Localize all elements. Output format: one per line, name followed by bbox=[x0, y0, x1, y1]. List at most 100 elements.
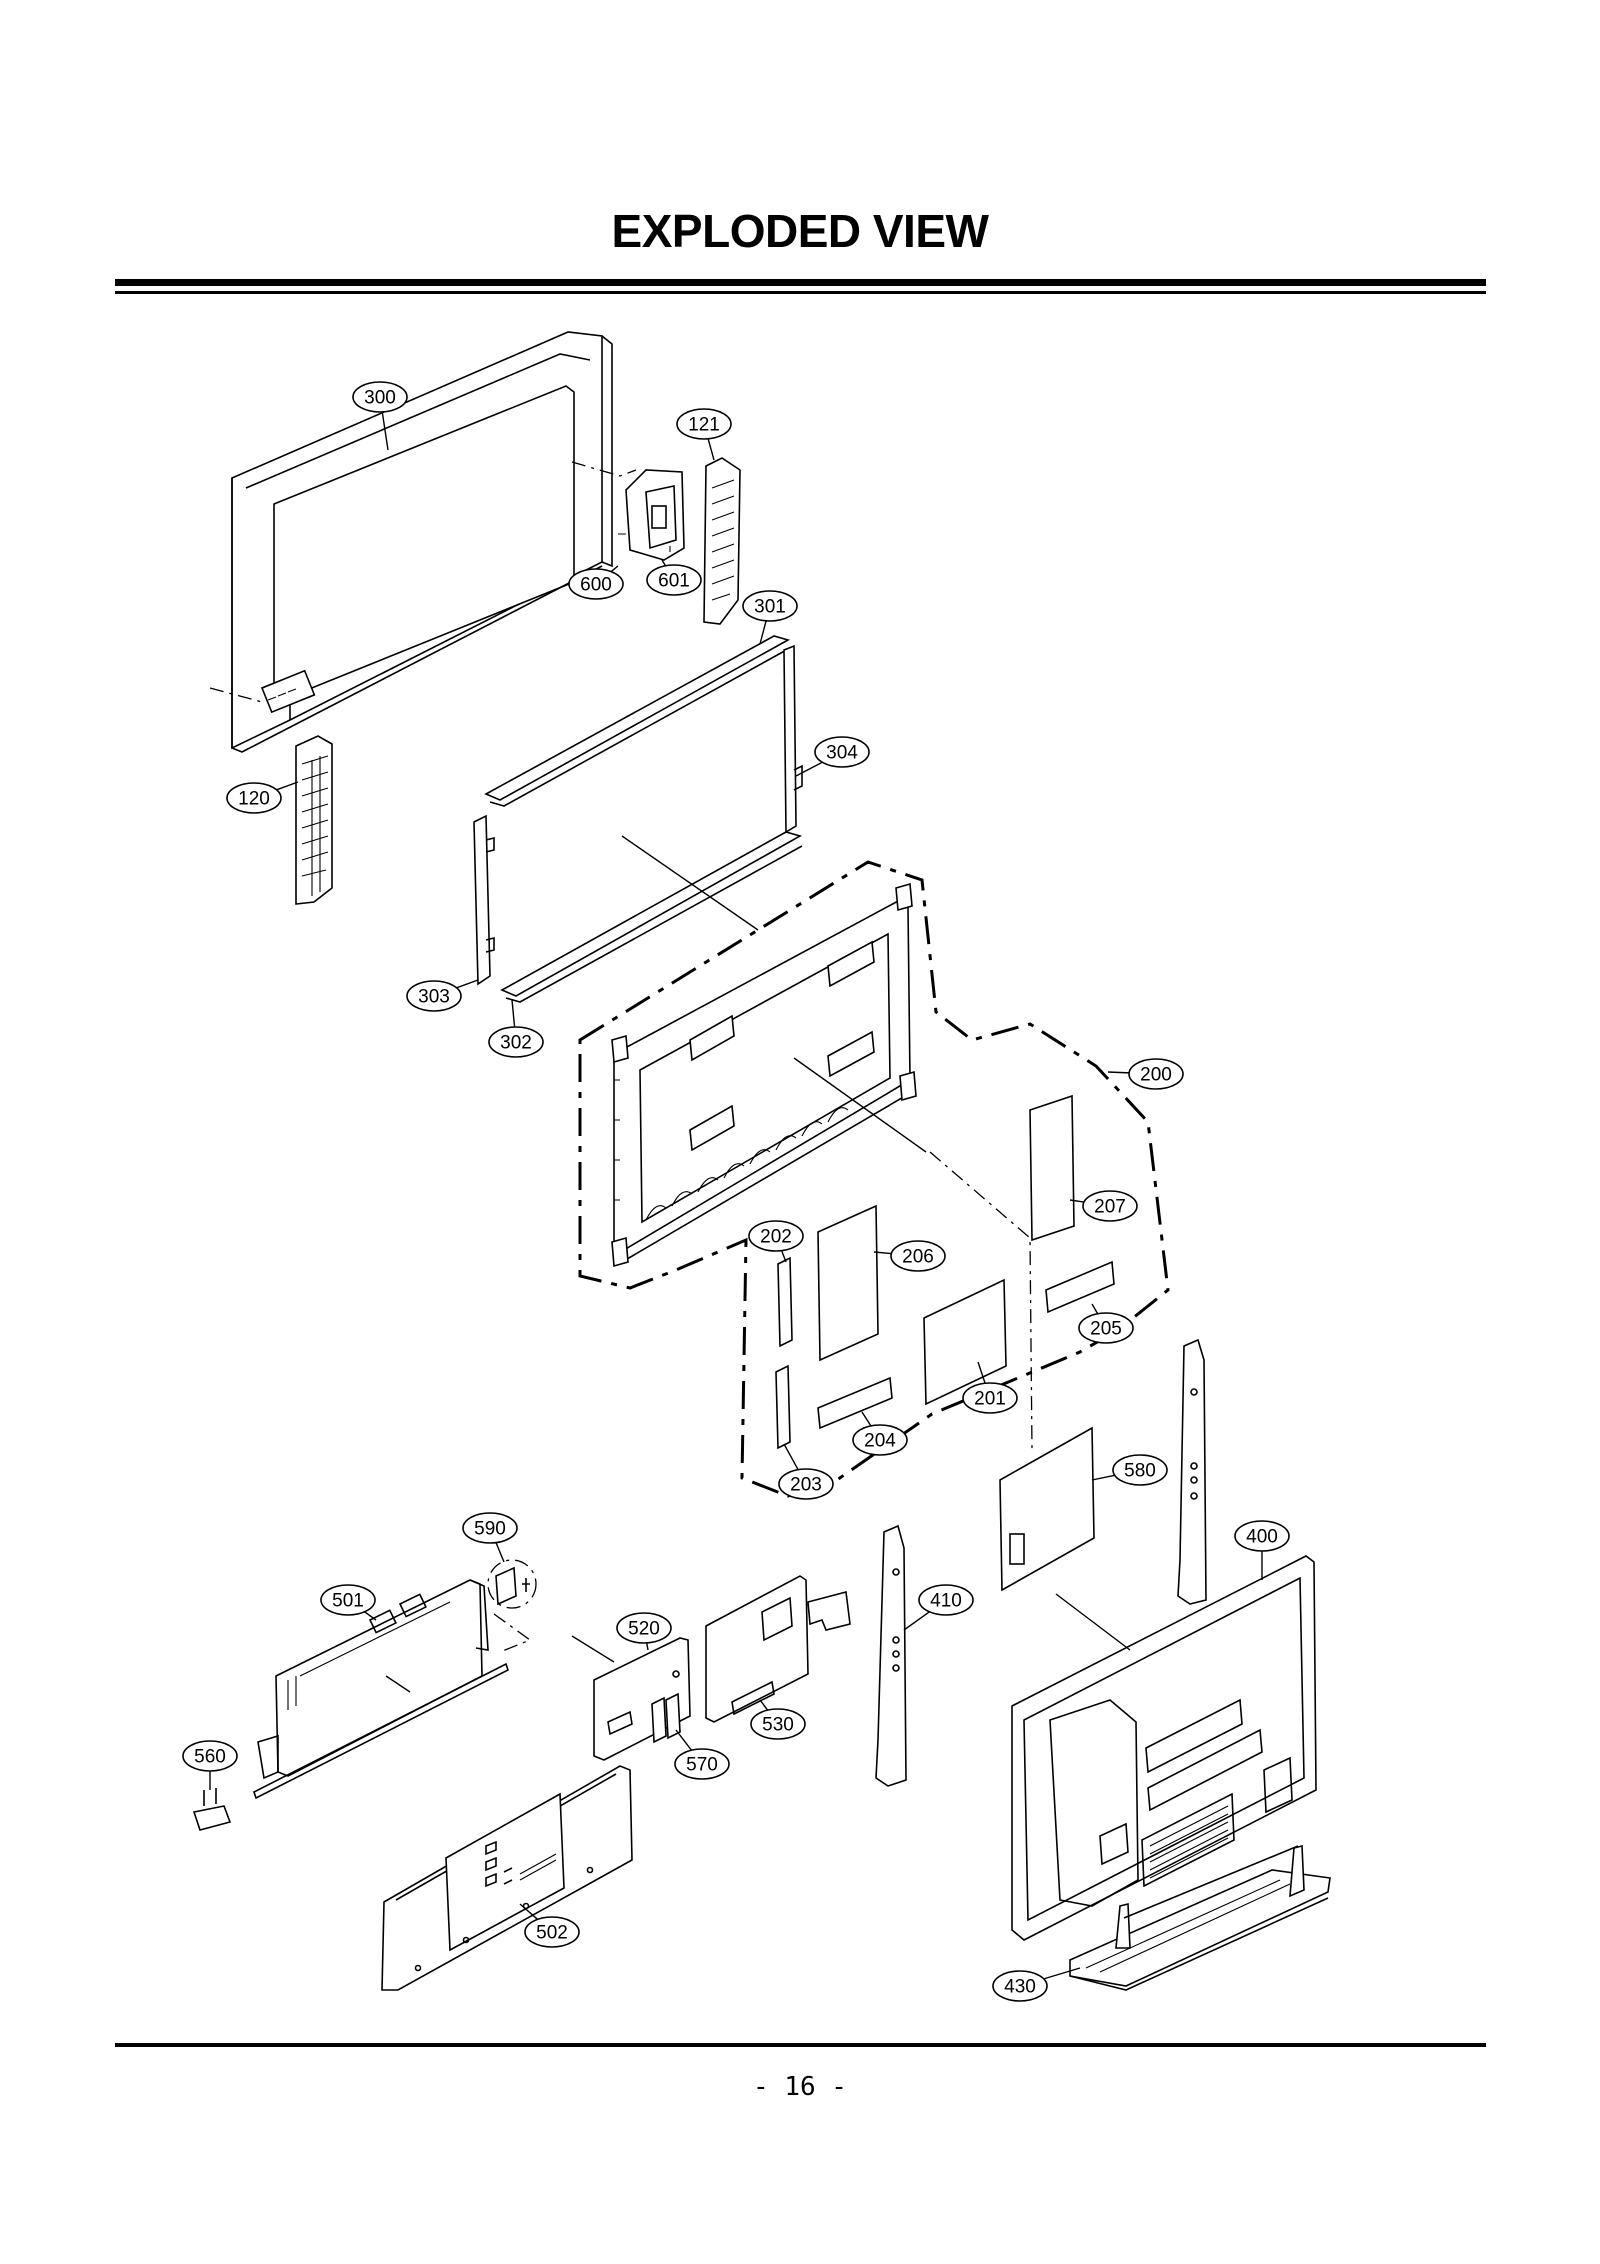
part-600-601-brackets bbox=[618, 469, 685, 561]
callout-302: 302 bbox=[488, 999, 544, 1058]
callout-leader-206 bbox=[873, 1251, 892, 1255]
callout-label-200: 200 bbox=[1140, 1065, 1172, 1086]
callout-bubble-300 bbox=[352, 381, 408, 413]
callout-205: 205 bbox=[1078, 1303, 1134, 1344]
callout-bubble-207 bbox=[1082, 1190, 1138, 1222]
callout-label-204: 204 bbox=[864, 1431, 896, 1452]
callout-leader-590 bbox=[495, 1542, 505, 1563]
part-300-front-cabinet bbox=[231, 331, 613, 753]
callout-label-430: 430 bbox=[1004, 1977, 1036, 1998]
callout-580: 580 bbox=[1091, 1454, 1168, 1486]
callout-label-601: 601 bbox=[658, 571, 690, 592]
callout-bubble-205 bbox=[1078, 1312, 1134, 1344]
callout-leader-303 bbox=[456, 979, 479, 989]
callout-600: 600 bbox=[568, 565, 624, 600]
callout-label-590: 590 bbox=[474, 1519, 506, 1540]
callout-label-301: 301 bbox=[754, 597, 786, 618]
callout-leader-304 bbox=[795, 761, 823, 777]
callout-label-207: 207 bbox=[1094, 1197, 1126, 1218]
callout-530: 530 bbox=[750, 1699, 806, 1740]
part-520-board bbox=[593, 1637, 691, 1761]
callout-120: 120 bbox=[226, 781, 299, 814]
callout-leader-570 bbox=[675, 1729, 692, 1751]
assembly-line-300 bbox=[621, 835, 759, 931]
part-501-main-board bbox=[253, 1579, 509, 1800]
callout-bubble-121 bbox=[676, 408, 732, 440]
callout-bubble-303 bbox=[406, 980, 462, 1012]
part-580-board bbox=[999, 1426, 1095, 1592]
callout-leader-600 bbox=[610, 565, 619, 573]
callout-label-502: 502 bbox=[536, 1923, 568, 1944]
callout-leader-202 bbox=[780, 1250, 787, 1263]
callout-leader-201 bbox=[977, 1361, 986, 1384]
assembly-line-501 bbox=[385, 1675, 411, 1693]
part-201-board bbox=[923, 1278, 1007, 1406]
callout-bubble-120 bbox=[226, 782, 282, 814]
callout-bubble-570 bbox=[674, 1748, 730, 1780]
callout-bubble-201 bbox=[962, 1382, 1018, 1414]
callout-label-530: 530 bbox=[762, 1715, 794, 1736]
callout-501: 501 bbox=[320, 1584, 377, 1621]
callout-label-203: 203 bbox=[790, 1475, 822, 1496]
callout-label-400: 400 bbox=[1246, 1527, 1278, 1548]
callout-bubble-400 bbox=[1234, 1520, 1290, 1552]
page-title: EXPLODED VIEW bbox=[611, 205, 989, 257]
callout-bubble-560 bbox=[182, 1740, 238, 1772]
callout-label-520: 520 bbox=[628, 1619, 660, 1640]
callout-label-202: 202 bbox=[760, 1227, 792, 1248]
callout-leader-205 bbox=[1091, 1303, 1099, 1315]
callout-304: 304 bbox=[795, 736, 870, 777]
callout-202: 202 bbox=[748, 1220, 804, 1263]
callout-label-560: 560 bbox=[194, 1747, 226, 1768]
callout-leader-580 bbox=[1091, 1474, 1115, 1481]
callout-label-570: 570 bbox=[686, 1755, 718, 1776]
header-rule-thick bbox=[115, 279, 1486, 286]
callout-410: 410 bbox=[903, 1584, 974, 1631]
part-206-board bbox=[817, 1204, 879, 1362]
callout-121: 121 bbox=[676, 408, 732, 461]
callout-bubble-580 bbox=[1112, 1454, 1168, 1486]
callout-560: 560 bbox=[182, 1740, 238, 1790]
part-121-side-cover bbox=[703, 457, 741, 625]
callout-bubble-206 bbox=[890, 1240, 946, 1272]
guide-600 bbox=[571, 461, 637, 477]
callout-leader-200 bbox=[1107, 1071, 1130, 1074]
assembly-line-200 bbox=[793, 1057, 927, 1153]
callout-bubble-304 bbox=[814, 736, 870, 768]
callout-label-410: 410 bbox=[930, 1591, 962, 1612]
part-303-left-bar bbox=[473, 814, 495, 986]
callout-430: 430 bbox=[992, 1967, 1081, 2002]
callout-label-120: 120 bbox=[238, 789, 270, 810]
callout-bubble-530 bbox=[750, 1708, 806, 1740]
part-530-board bbox=[705, 1575, 851, 1723]
callout-570: 570 bbox=[674, 1729, 730, 1780]
callout-label-300: 300 bbox=[364, 388, 396, 409]
callout-label-121: 121 bbox=[688, 415, 720, 436]
callout-bubble-501 bbox=[320, 1584, 376, 1616]
part-400-rear-cover bbox=[1011, 1555, 1317, 1941]
part-205-board bbox=[1045, 1260, 1115, 1314]
guide-590 bbox=[493, 1613, 532, 1653]
callout-bubble-301 bbox=[742, 590, 798, 622]
callout-502: 502 bbox=[519, 1903, 580, 1948]
callout-leader-300 bbox=[381, 411, 389, 451]
part-410-stand-bracket bbox=[875, 1524, 907, 1787]
callout-601: 601 bbox=[646, 559, 702, 596]
callout-200: 200 bbox=[1107, 1058, 1184, 1090]
callout-bubble-204 bbox=[852, 1424, 908, 1456]
callout-leader-530 bbox=[759, 1699, 769, 1711]
part-502-shield-plate bbox=[381, 1765, 633, 1991]
part-590-detail bbox=[487, 1559, 537, 1609]
callout-bubble-600 bbox=[568, 568, 624, 600]
callout-204: 204 bbox=[852, 1411, 908, 1456]
callout-label-501: 501 bbox=[332, 1591, 364, 1612]
callout-leader-120 bbox=[276, 781, 299, 791]
part-204-board bbox=[817, 1376, 893, 1430]
callout-206: 206 bbox=[873, 1240, 946, 1272]
callout-300: 300 bbox=[352, 381, 408, 451]
callout-bubble-200 bbox=[1128, 1058, 1184, 1090]
part-200-plasma-module bbox=[611, 882, 917, 1268]
